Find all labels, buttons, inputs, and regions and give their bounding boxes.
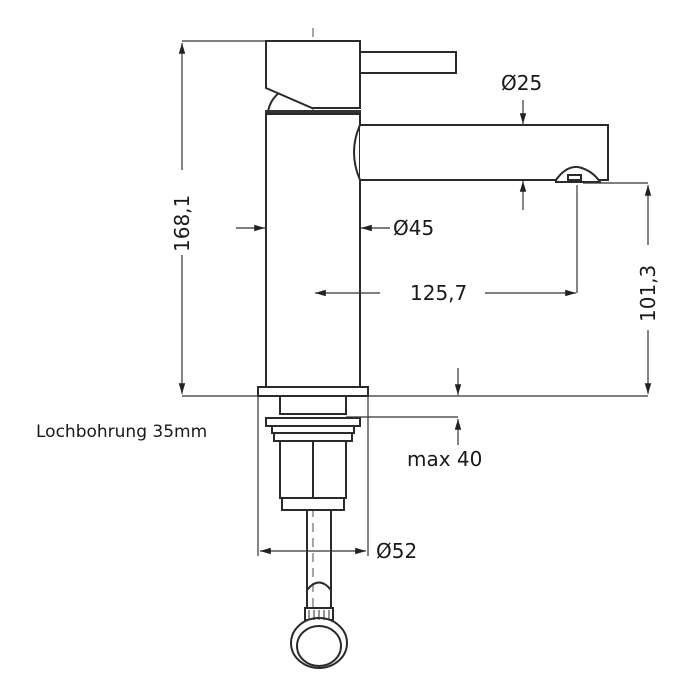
spout-reach-label: 125,7 — [410, 281, 468, 305]
dimension-lines — [178, 40, 652, 556]
total-height-label: 168,1 — [170, 194, 194, 252]
max-thickness-label: max 40 — [407, 447, 483, 471]
hole-note-label: Lochbohrung 35mm — [36, 422, 208, 442]
spout-diameter-label: Ø25 — [501, 71, 543, 95]
body-diameter-label: Ø45 — [393, 216, 435, 240]
base-diameter-label: Ø52 — [376, 539, 418, 563]
faucet-outline — [257, 40, 609, 669]
spout-height-label: 101,3 — [636, 264, 660, 322]
